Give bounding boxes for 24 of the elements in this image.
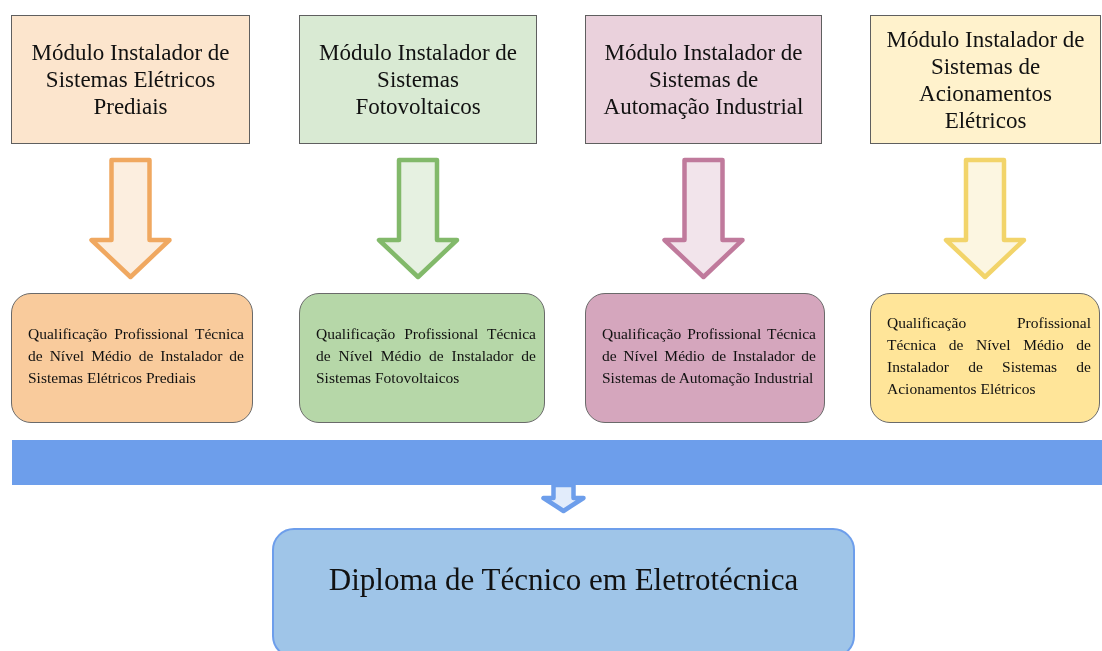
qualification-box <box>299 293 545 423</box>
module-box <box>870 15 1101 144</box>
merge-bar <box>12 440 1102 485</box>
diploma-title: Diploma de Técnico em Eletrotécnica <box>328 561 799 599</box>
qualification-box <box>585 293 825 423</box>
module-box <box>11 15 250 144</box>
module-title: Módulo Instalador de Sistemas de Automação Industrial <box>602 39 805 120</box>
block-arrow <box>662 157 745 280</box>
block-arrow <box>541 482 586 514</box>
qualification-text: Qualificação Profissional Técnica de Nível Médio de Instalador de Sistemas Fotovoltaicos <box>316 324 536 388</box>
qualification-text: Qualificação Profissional Técnica de Nível Médio de Instalador de Sistemas de Automação Industrial <box>602 324 816 388</box>
block-arrow <box>89 157 172 280</box>
module-title: Módulo Instalador de Sistemas de Acionamentos Elétricos <box>885 25 1086 134</box>
module-title: Módulo Instalador de Sistemas Elétricos Prediais <box>30 39 231 120</box>
module-box <box>299 15 537 144</box>
module-title: Módulo Instalador de Sistemas Fotovoltaicos <box>318 39 518 120</box>
qualification-box <box>11 293 253 423</box>
module-box <box>585 15 822 144</box>
qualification-text: Qualificação Profissional Técnica de Nível Médio de Instalador de Sistemas de Acionamentos Elétricos <box>887 313 1091 399</box>
block-arrow <box>943 157 1027 280</box>
block-arrow <box>376 157 460 280</box>
diploma-box <box>272 528 855 651</box>
qualification-box <box>870 293 1100 423</box>
qualification-text: Qualificação Profissional Técnica de Nível Médio de Instalador de Sistemas Elétricos Prediais <box>28 324 244 388</box>
